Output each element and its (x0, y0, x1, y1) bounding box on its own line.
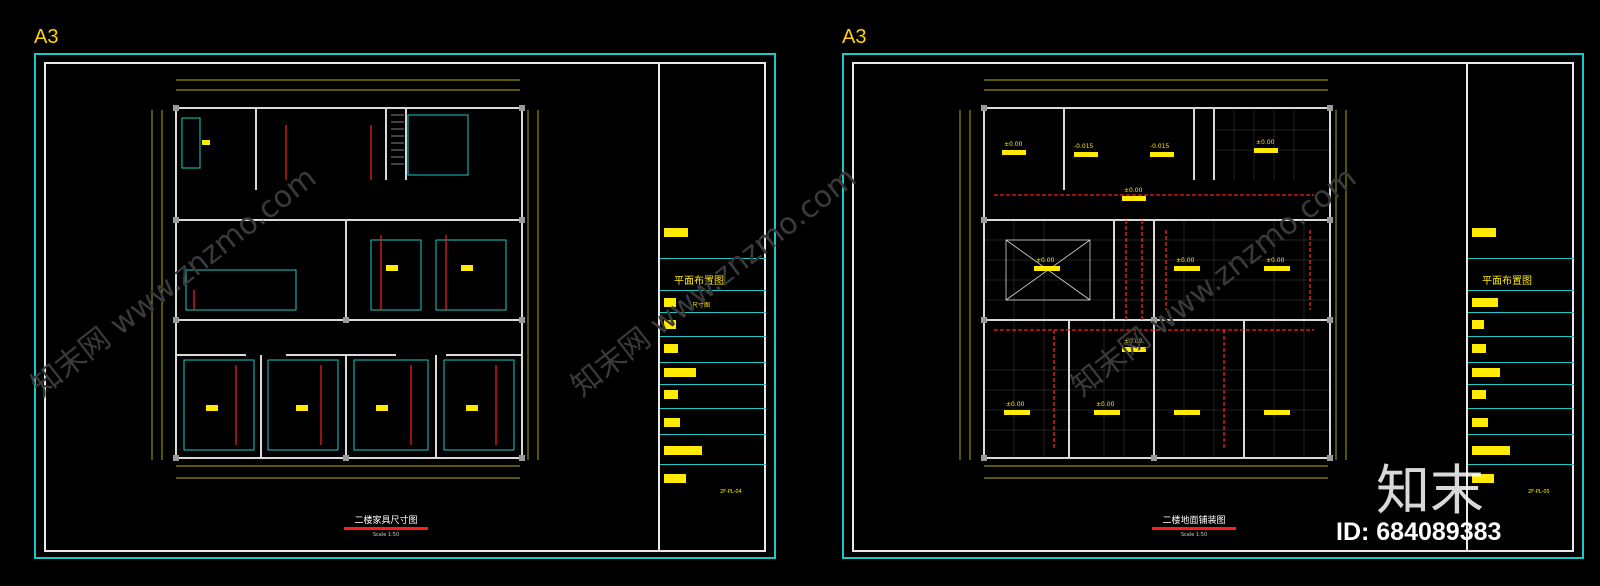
title-block-bar (1472, 418, 1488, 427)
floor-level-label: ±0.00 (1096, 401, 1115, 408)
title-block-bar (1472, 228, 1496, 237)
caption-scale: Scale 1:50 (372, 532, 400, 538)
drawing-caption: 二楼家具尺寸图 Scale 1:50 (336, 513, 436, 538)
title-block-row (1468, 464, 1574, 465)
drawing-caption: 二楼地面铺装图 Scale 1:50 (1144, 513, 1244, 538)
title-block-row (660, 362, 766, 363)
title-block-bar (664, 298, 676, 307)
drawing-code: 2F-PL-04 (720, 489, 742, 495)
floor-level-label: -0.015 (1074, 143, 1094, 150)
title-block-row (1468, 408, 1574, 409)
drawing-sheet-left: A3 平面布置图 尺寸图 2F-PL-04 (26, 0, 786, 586)
outer-frame (34, 53, 776, 559)
title-block-row (1468, 362, 1574, 363)
title-block-row (660, 258, 766, 259)
floor-level-label: ±0.00 (1004, 141, 1023, 148)
title-block-bar (664, 228, 688, 237)
title-block-bar (664, 344, 678, 353)
floor-level-label: ±0.00 (1006, 401, 1025, 408)
title-block-bar (1472, 390, 1486, 399)
caption-underline (1152, 527, 1236, 530)
drawing-code: 2F-PL-05 (1528, 489, 1550, 495)
title-block-row (660, 434, 766, 435)
title-block-row (1468, 336, 1574, 337)
title-block-row (1468, 434, 1574, 435)
title-block: 平面布置图 2F-PL-05 (1466, 62, 1574, 552)
inner-frame (44, 62, 766, 552)
title-block-bar (1472, 344, 1486, 353)
paper-size-label: A3 (34, 26, 59, 48)
flooring-plan: ±0.00 -0.015 -0.015 ±0.00 ±0.00 ±0.00 ±0… (959, 79, 1347, 479)
title-block-row (660, 464, 766, 465)
title-block-bar (664, 474, 686, 483)
furniture-floor-plan (151, 79, 539, 479)
title-block-row (1468, 290, 1574, 291)
watermark-logo: 知末 (1376, 459, 1484, 522)
caption-underline (344, 527, 428, 530)
floor-level-label: ±0.00 (1176, 257, 1195, 264)
floor-level-label: ±0.00 (1124, 338, 1143, 345)
drawing-name: 平面布置图 (674, 276, 724, 287)
title-block-bar (1472, 298, 1498, 307)
title-block-row (660, 408, 766, 409)
drawing-sheet-right: A3 平面布置图 2F-PL-05 (834, 0, 1594, 586)
floor-level-label: ±0.00 (1256, 139, 1275, 146)
caption-title: 二楼地面铺装图 (1162, 516, 1226, 526)
title-block-bar (664, 418, 680, 427)
title-block-row (660, 336, 766, 337)
title-block-bar (664, 390, 678, 399)
title-block-row (660, 312, 766, 313)
floor-level-label: ±0.00 (1124, 187, 1143, 194)
title-block-bar (664, 446, 702, 455)
floor-level-label: -0.015 (1150, 143, 1170, 150)
outer-frame (842, 53, 1584, 559)
title-block-bar (1472, 474, 1494, 483)
title-block-bar (664, 320, 676, 329)
caption-title: 二楼家具尺寸图 (354, 516, 418, 526)
drawing-name: 平面布置图 (1482, 276, 1532, 287)
floor-level-label: ±0.00 (1036, 257, 1055, 264)
title-block-bar (664, 368, 696, 377)
inner-frame (852, 62, 1574, 552)
title-block-bar (1472, 320, 1484, 329)
caption-scale: Scale 1:50 (1180, 532, 1208, 538)
title-block-row (1468, 384, 1574, 385)
floor-level-label: ±0.00 (1266, 257, 1285, 264)
drawing-subtitle: 尺寸图 (692, 302, 711, 309)
title-block: 平面布置图 尺寸图 2F-PL-04 (658, 62, 766, 552)
title-block-row (1468, 312, 1574, 313)
title-block-row (660, 384, 766, 385)
paper-size-label: A3 (842, 26, 867, 48)
title-block-bar (1472, 368, 1500, 377)
title-block-row (660, 290, 766, 291)
title-block-row (1468, 258, 1574, 259)
title-block-bar (1472, 446, 1510, 455)
watermark-id: ID: 684089383 (1336, 518, 1502, 546)
